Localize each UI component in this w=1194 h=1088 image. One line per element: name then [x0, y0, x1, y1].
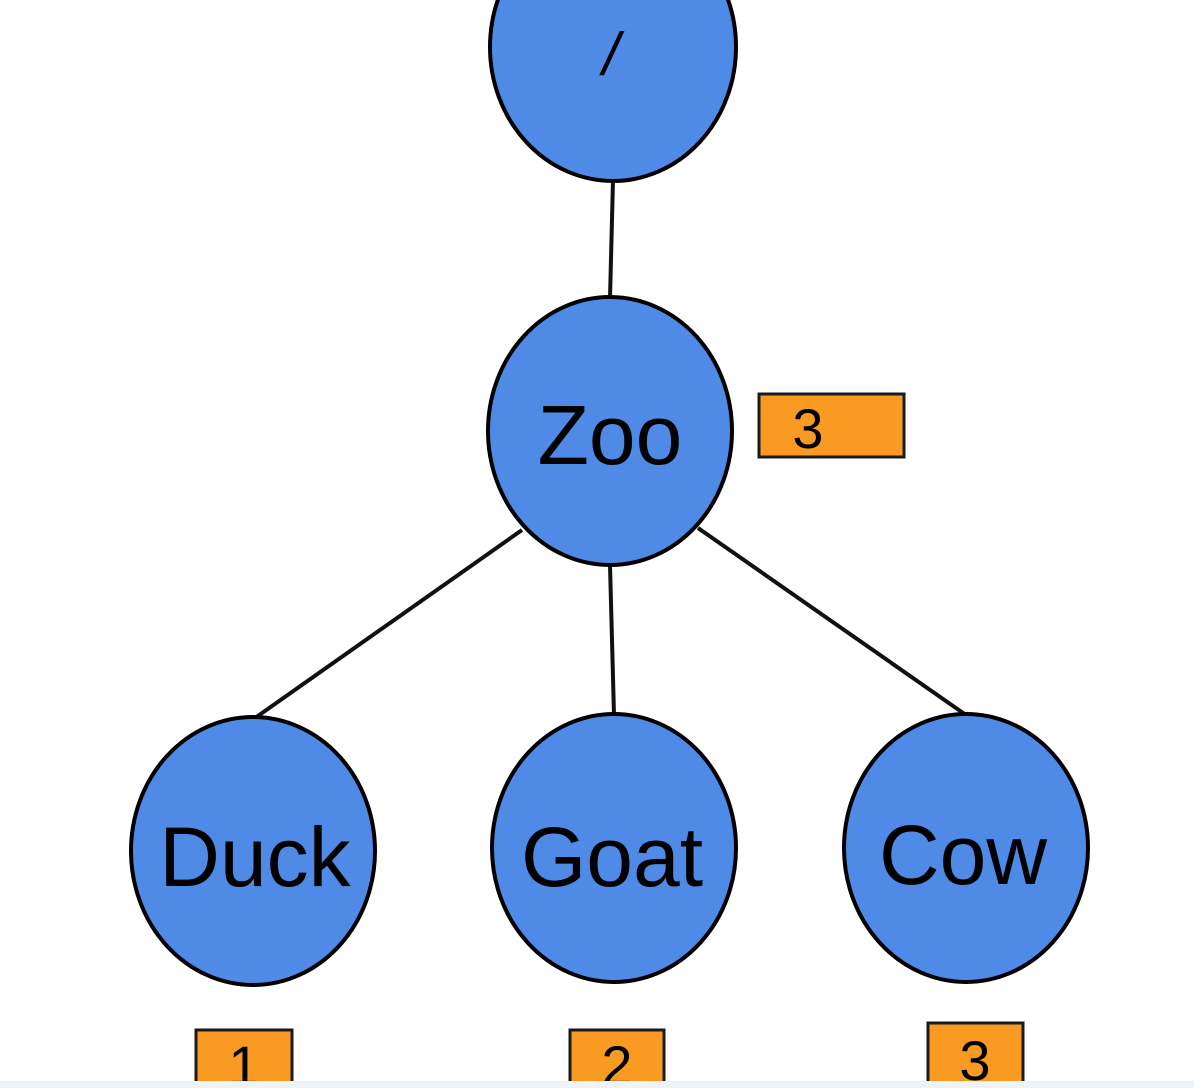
- edge-zoo-goat: [608, 564, 616, 716]
- edge-zoo-duck: [253, 528, 524, 720]
- edge-zoo-cow: [696, 526, 968, 717]
- node-goat[interactable]: Goat: [490, 712, 738, 984]
- node-zoo-label: Zoo: [538, 388, 683, 482]
- bottom-edge-strip: [0, 1081, 1194, 1088]
- badge-duck-value: 1: [228, 1034, 259, 1088]
- badge-cow: 3: [926, 1021, 1025, 1088]
- badge-cow-value: 3: [959, 1029, 990, 1088]
- badge-goat: 2: [568, 1028, 666, 1088]
- node-cow[interactable]: Cow: [842, 712, 1090, 984]
- node-goat-label: Goat: [521, 810, 703, 904]
- node-root[interactable]: /: [488, 0, 738, 183]
- badge-duck: 1: [194, 1028, 294, 1088]
- node-duck-label: Duck: [159, 810, 351, 904]
- badge-zoo-value: 3: [792, 397, 823, 460]
- node-zoo[interactable]: Zoo: [486, 295, 734, 567]
- node-cow-label: Cow: [879, 808, 1047, 902]
- node-duck[interactable]: Duck: [129, 715, 377, 987]
- badge-zoo: 3: [757, 392, 906, 460]
- edge-root-zoo: [608, 179, 615, 299]
- badge-goat-value: 2: [601, 1034, 632, 1088]
